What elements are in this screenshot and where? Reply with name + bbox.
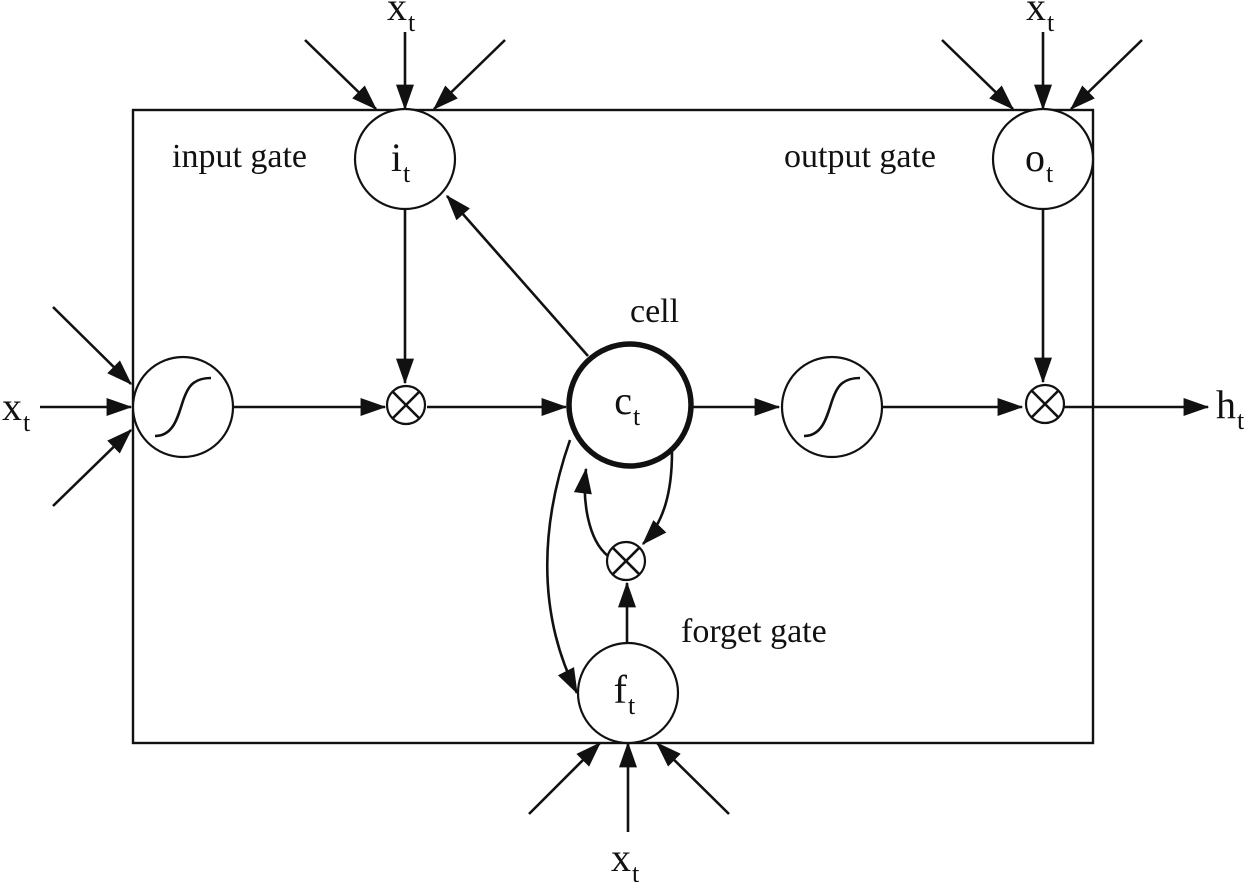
svg-text:f: f bbox=[614, 667, 628, 712]
svg-text:t: t bbox=[633, 402, 641, 431]
forget-multiply-node bbox=[605, 540, 647, 582]
output-gate-label: output gate bbox=[784, 138, 936, 175]
svg-text:c: c bbox=[614, 378, 632, 423]
svg-text:x: x bbox=[387, 0, 407, 29]
forget-gate-subscript: t bbox=[628, 691, 636, 720]
svg-text:t: t bbox=[408, 8, 416, 37]
svg-text:h: h bbox=[1216, 382, 1236, 427]
svg-text:o: o bbox=[1025, 135, 1045, 180]
output-gate-subscript: t bbox=[1046, 159, 1054, 188]
svg-text:x: x bbox=[1026, 0, 1046, 29]
input-gate-incoming-arrows bbox=[304, 32, 506, 111]
sigmoid-icon bbox=[154, 376, 212, 438]
svg-text:t: t bbox=[23, 408, 31, 437]
cell-label: cell bbox=[630, 293, 679, 330]
svg-text:t: t bbox=[403, 159, 411, 188]
lstm-block-border bbox=[131, 108, 1095, 745]
forget-gate-label: forget gate bbox=[681, 613, 827, 650]
input-x-top-left: x t bbox=[387, 0, 416, 37]
internal-connections bbox=[233, 195, 1210, 695]
output-gate-incoming-arrows bbox=[941, 32, 1143, 111]
svg-text:x: x bbox=[2, 384, 22, 429]
svg-text:i: i bbox=[391, 135, 402, 180]
sigmoid-icon bbox=[803, 376, 861, 438]
input-gate-label: input gate bbox=[172, 138, 307, 175]
svg-text:t: t bbox=[628, 691, 636, 720]
cell-node: c t bbox=[566, 341, 694, 469]
output-squash-node bbox=[780, 355, 884, 459]
cell-subscript: t bbox=[633, 402, 641, 431]
input-multiply-node bbox=[385, 384, 427, 426]
output-gate-symbol: o bbox=[1025, 135, 1045, 180]
cell-symbol: c bbox=[614, 378, 632, 423]
svg-text:t: t bbox=[1047, 8, 1055, 37]
input-x-bottom: x t bbox=[611, 835, 640, 882]
svg-text:x: x bbox=[611, 835, 631, 880]
input-x-left: x t bbox=[2, 384, 31, 437]
output-multiply-node bbox=[1024, 383, 1066, 425]
svg-text:t: t bbox=[632, 859, 640, 882]
forget-gate-node: f t bbox=[576, 641, 680, 745]
input-gate-node: i t bbox=[353, 107, 457, 211]
input-squash-node bbox=[131, 355, 235, 459]
input-x-top-right: x t bbox=[1026, 0, 1055, 37]
forget-gate-symbol: f bbox=[614, 667, 628, 712]
input-gate-subscript: t bbox=[403, 159, 411, 188]
left-incoming-arrows bbox=[40, 306, 133, 507]
input-gate-symbol: i bbox=[391, 135, 402, 180]
output-gate-node: o t bbox=[991, 107, 1095, 211]
forget-gate-incoming-arrows bbox=[528, 741, 730, 832]
svg-text:t: t bbox=[1046, 159, 1054, 188]
output-h: h t bbox=[1216, 382, 1245, 435]
svg-text:t: t bbox=[1237, 406, 1245, 435]
